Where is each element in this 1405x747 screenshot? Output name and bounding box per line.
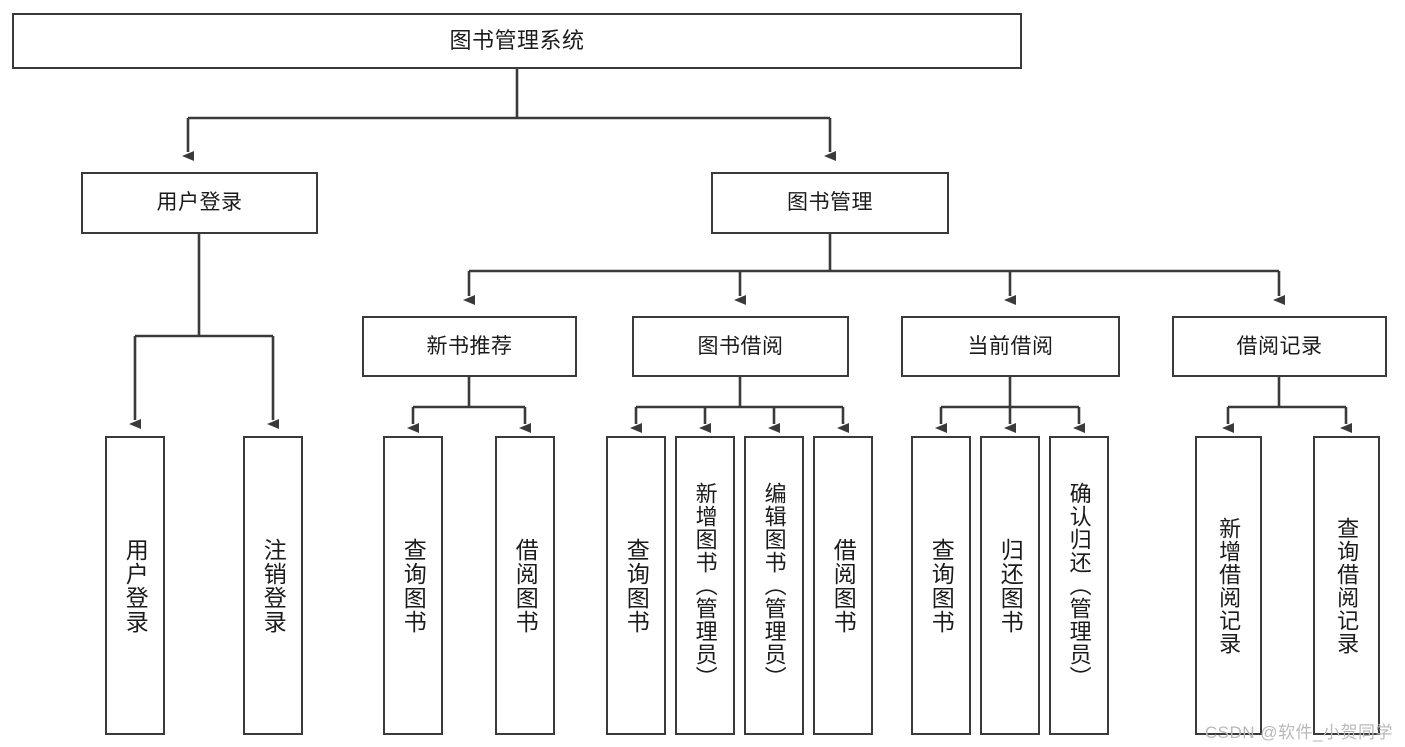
node-label: 新增借阅记录: [1216, 516, 1242, 655]
node-label: 图书借阅: [697, 334, 784, 358]
node-label: 确认归还（管理员）: [1066, 482, 1092, 689]
leaf-query-borrow-record[interactable]: 查询借阅记录: [1313, 436, 1380, 735]
node-current-borrow[interactable]: 当前借阅: [901, 316, 1120, 377]
leaf-logout-login[interactable]: 注销登录: [243, 436, 303, 735]
node-new-book-recommendation[interactable]: 新书推荐: [362, 316, 577, 377]
leaf-add-book-admin[interactable]: 新增图书（管理员）: [675, 436, 735, 735]
leaf-add-borrow-record[interactable]: 新增借阅记录: [1195, 436, 1262, 735]
leaf-borrow-book[interactable]: 借阅图书: [813, 436, 873, 735]
node-label: 查询图书: [928, 537, 955, 634]
leaf-query-book-borrow[interactable]: 查询图书: [606, 436, 666, 735]
node-label: 新书推荐: [426, 334, 513, 358]
node-label: 新增图书（管理员）: [692, 482, 718, 689]
leaf-query-book-recommend[interactable]: 查询图书: [383, 436, 443, 735]
node-label: 当前借阅: [967, 334, 1054, 358]
node-label: 查询借阅记录: [1334, 516, 1360, 655]
node-label: 归还图书: [997, 537, 1024, 634]
node-label: 借阅图书: [512, 537, 539, 634]
leaf-user-login[interactable]: 用户登录: [105, 436, 165, 735]
node-book-management[interactable]: 图书管理: [711, 172, 949, 234]
node-user-login[interactable]: 用户登录: [81, 172, 318, 234]
leaf-borrow-book-recommend[interactable]: 借阅图书: [495, 436, 555, 735]
node-root-book-management-system[interactable]: 图书管理系统: [12, 13, 1022, 69]
node-label: 图书管理系统: [449, 27, 585, 53]
leaf-return-book[interactable]: 归还图书: [980, 436, 1040, 735]
leaf-query-book-current[interactable]: 查询图书: [911, 436, 971, 735]
leaf-edit-book-admin[interactable]: 编辑图书（管理员）: [744, 436, 804, 735]
node-label: 借阅记录: [1236, 334, 1323, 358]
node-label: 编辑图书（管理员）: [761, 482, 787, 689]
node-label: 用户登录: [156, 191, 243, 215]
node-label: 图书管理: [787, 191, 873, 215]
node-label: 查询图书: [623, 537, 650, 634]
node-label: 查询图书: [400, 537, 427, 634]
node-label: 借阅图书: [830, 537, 857, 634]
node-book-borrow[interactable]: 图书借阅: [632, 316, 849, 377]
node-label: 注销登录: [260, 537, 287, 634]
node-borrow-record[interactable]: 借阅记录: [1172, 316, 1387, 377]
leaf-confirm-return-admin[interactable]: 确认归还（管理员）: [1049, 436, 1109, 735]
node-label: 用户登录: [122, 537, 149, 634]
